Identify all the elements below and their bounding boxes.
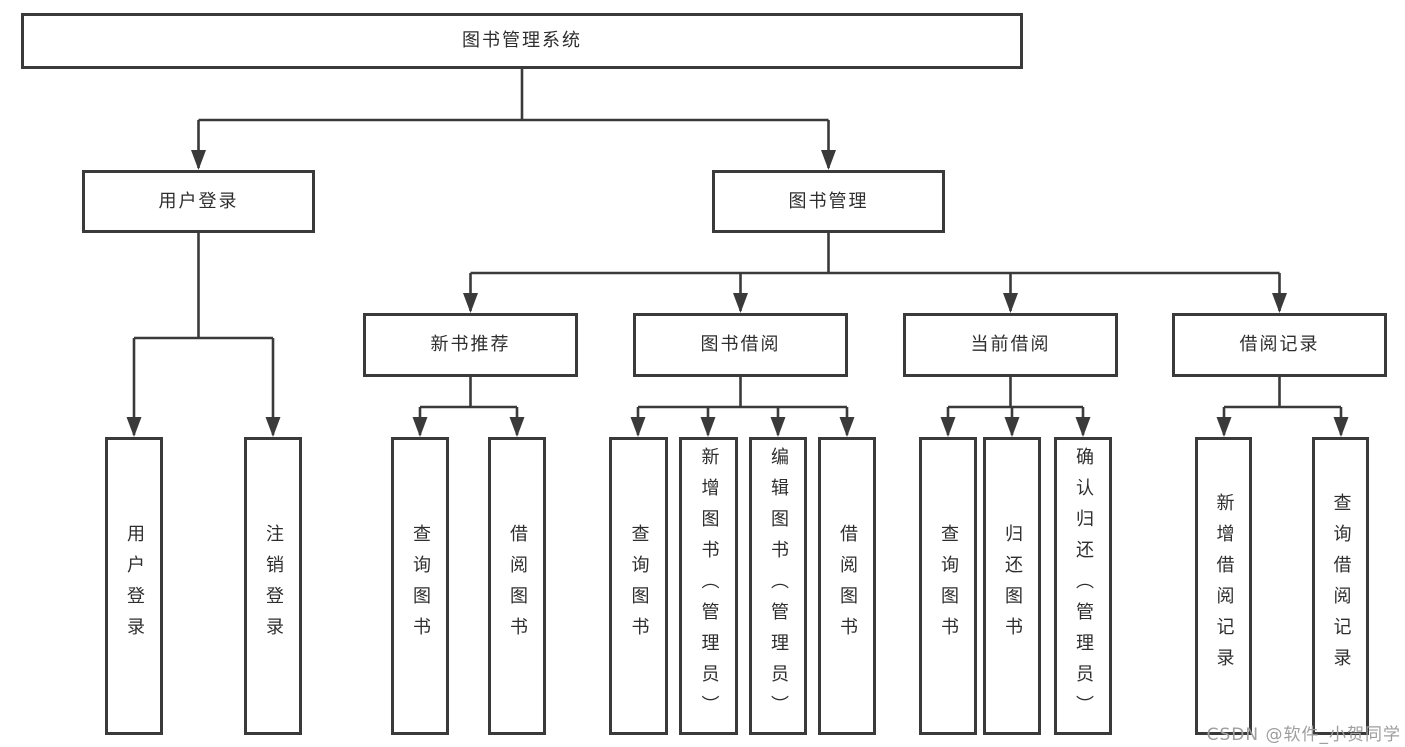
node-label: 新书推荐 — [430, 334, 511, 355]
leaf-add-book-admin: 新增图书（管理员） — [679, 437, 738, 735]
leaf-query-borrow-record: 查询借阅记录 — [1312, 437, 1369, 735]
leaf-user-login: 用户登录 — [105, 437, 163, 735]
node-label: 当前借阅 — [970, 334, 1051, 355]
node-label: 借阅记录 — [1239, 334, 1320, 355]
leaf-borrow-books: 借阅图书 — [818, 437, 876, 735]
node-label: 注销登录 — [263, 524, 284, 648]
leaf-add-borrow-record: 新增借阅记录 — [1195, 437, 1252, 735]
node-label: 图书借阅 — [700, 334, 781, 355]
node-user-login: 用户登录 — [82, 170, 315, 233]
node-book-borrow: 图书借阅 — [633, 313, 848, 377]
csdn-watermark: CSDN @软件_小贺同学 — [1206, 725, 1401, 745]
node-label: 图书管理 — [788, 190, 869, 212]
node-label: 用户登录 — [124, 524, 145, 648]
node-label: 查询借阅记录 — [1330, 493, 1352, 679]
node-new-book-recommend: 新书推荐 — [363, 313, 578, 377]
node-label: 图书管理系统 — [462, 30, 582, 51]
leaf-logout: 注销登录 — [244, 437, 302, 735]
leaf-query-books-borrow: 查询图书 — [609, 437, 668, 735]
node-borrow-records: 借阅记录 — [1172, 313, 1387, 377]
node-library-system: 图书管理系统 — [21, 13, 1023, 69]
node-label: 编辑图书（管理员） — [768, 446, 789, 726]
leaf-borrow-books-recommend: 借阅图书 — [488, 437, 546, 735]
leaf-query-books-current: 查询图书 — [919, 437, 977, 735]
node-label: 确认归还（管理员） — [1073, 446, 1094, 726]
leaf-query-books-recommend: 查询图书 — [391, 437, 449, 735]
node-label: 新增借阅记录 — [1213, 493, 1235, 679]
node-label: 查询图书 — [628, 524, 650, 648]
leaf-return-book: 归还图书 — [983, 437, 1041, 735]
leaf-confirm-return-admin: 确认归还（管理员） — [1054, 437, 1112, 735]
node-label: 查询图书 — [410, 524, 431, 648]
node-book-management: 图书管理 — [712, 170, 945, 233]
node-label: 借阅图书 — [507, 524, 528, 648]
node-label: 归还图书 — [1002, 524, 1023, 648]
node-label: 查询图书 — [938, 524, 959, 648]
node-label: 新增图书（管理员） — [698, 446, 720, 726]
node-label: 借阅图书 — [837, 524, 858, 648]
node-label: 用户登录 — [158, 190, 239, 212]
node-current-borrow: 当前借阅 — [903, 313, 1118, 377]
leaf-edit-book-admin: 编辑图书（管理员） — [749, 437, 807, 735]
